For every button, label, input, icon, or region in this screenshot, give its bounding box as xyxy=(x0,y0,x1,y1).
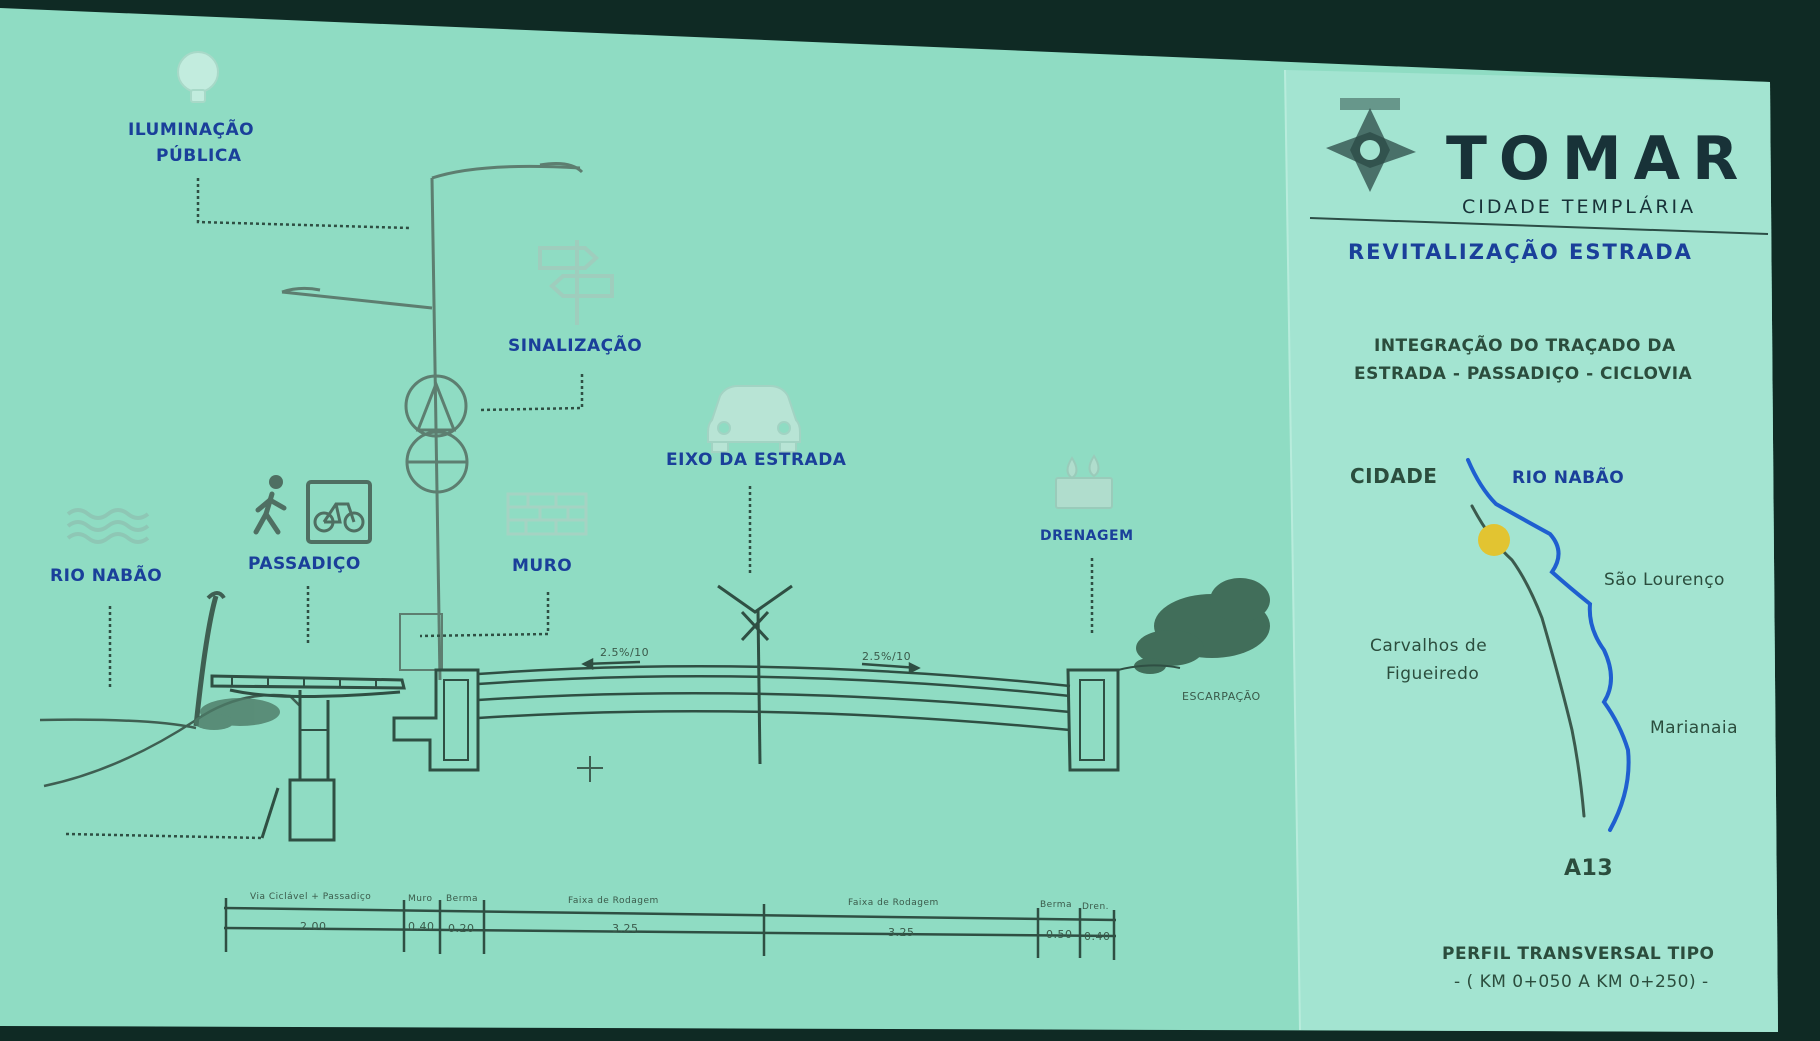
dimension-bar xyxy=(223,898,1117,960)
label-sinalizacao: SINALIZAÇÃO xyxy=(508,336,643,356)
label-slope-right: 2.5%/10 xyxy=(862,650,912,663)
bicycle-icon xyxy=(306,480,372,544)
dim-header-5: Faixa de Rodagem xyxy=(848,898,939,908)
riverbank-vegetation xyxy=(194,698,280,730)
map-label-carvalhos-2: Figueiredo xyxy=(1386,664,1480,684)
map-label-a13: A13 xyxy=(1564,856,1614,881)
label-muro: MURO xyxy=(512,556,573,576)
location-map xyxy=(1466,458,1631,832)
map-label-marianaia: Marianaia xyxy=(1650,718,1739,738)
label-iluminacao-line2: PÚBLICA xyxy=(156,146,242,166)
road-axis-marker xyxy=(717,584,793,765)
boardwalk-structure xyxy=(210,674,406,842)
lamp-post xyxy=(281,162,584,681)
dim-cell-2: 0.40 xyxy=(408,920,435,933)
drainage-channel xyxy=(1066,668,1120,772)
footer-line2: - ( KM 0+050 A KM 0+250) - xyxy=(1454,972,1709,992)
dim-cell-5: 3.25 xyxy=(888,926,915,939)
map-label-cidade: CIDADE xyxy=(1350,464,1438,488)
brand-name: TOMAR xyxy=(1446,124,1751,194)
slope-arrows xyxy=(581,657,921,675)
label-iluminacao-line1: ILUMINAÇÃO xyxy=(128,120,255,140)
map-label-carvalhos-1: Carvalhos de xyxy=(1370,636,1488,656)
label-escarpa: ESCARPAÇÃO xyxy=(1182,690,1261,703)
panel-subtitle-line1: INTEGRAÇÃO DO TRAÇADO DA xyxy=(1374,336,1676,356)
dim-header-2: Muro xyxy=(408,894,433,904)
slope-vegetation xyxy=(1134,578,1270,674)
leader-lines xyxy=(65,178,1094,840)
label-drenagem: DRENAGEM xyxy=(1040,528,1134,544)
dim-cell-4: 3.25 xyxy=(612,922,639,935)
river-line xyxy=(1466,458,1631,832)
label-eixo-da-estrada: EIXO DA ESTRADA xyxy=(666,450,847,470)
dim-header-7: Dren. xyxy=(1082,902,1110,912)
label-slope-left: 2.5%/10 xyxy=(600,646,650,659)
crosshair-cursor xyxy=(577,756,603,782)
car-icon xyxy=(707,385,801,453)
retaining-wall xyxy=(392,613,480,772)
dim-header-1: Via Ciclável + Passadiço xyxy=(250,892,372,902)
signpost-icon xyxy=(538,240,614,325)
map-label-sao-lourenco: São Lourenço xyxy=(1604,570,1725,590)
dim-cell-3: 0.20 xyxy=(448,922,475,935)
dim-cell-6: 0.50 xyxy=(1046,928,1073,941)
pedestrian-icon xyxy=(253,475,287,535)
dim-header-6: Berma xyxy=(1040,900,1073,910)
location-marker xyxy=(1478,524,1510,556)
map-label-rio: RIO NABÃO xyxy=(1512,468,1625,488)
drainage-drops-icon xyxy=(1055,454,1113,509)
dim-header-3: Berma xyxy=(446,894,479,904)
footer-line1: PERFIL TRANSVERSAL TIPO xyxy=(1442,944,1715,964)
lamp-icon xyxy=(177,51,219,103)
dim-cell-1: 2.00 xyxy=(300,920,327,933)
road-pavement xyxy=(477,665,1071,732)
label-rio-nabao: RIO NABÃO xyxy=(50,566,163,586)
project-title: REVITALIZAÇÃO ESTRADA xyxy=(1348,240,1693,264)
brand-subtitle: CIDADE TEMPLÁRIA xyxy=(1462,196,1697,218)
brick-wall-icon xyxy=(506,492,588,536)
panel-subtitle-line2: ESTRADA - PASSADIÇO - CICLOVIA xyxy=(1354,364,1693,384)
templar-cross-icon xyxy=(1326,98,1416,192)
label-passadico: PASSADIÇO xyxy=(248,554,361,574)
dim-header-4: Faixa de Rodagem xyxy=(568,896,659,906)
waves-icon xyxy=(66,508,150,544)
dim-cell-7: 0.40 xyxy=(1084,930,1111,943)
